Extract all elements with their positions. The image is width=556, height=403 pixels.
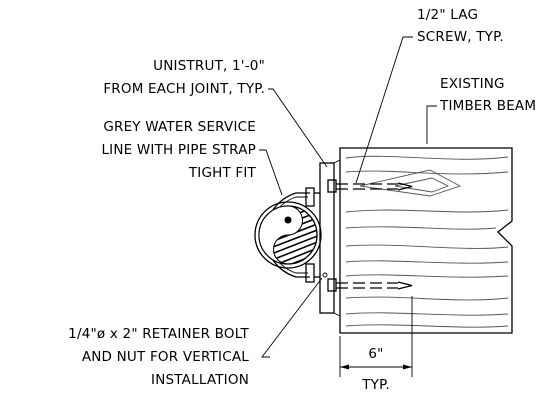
- retainer-bolt-line-2: AND NUT FOR VERTICAL: [82, 349, 249, 365]
- grey-water-line-2: LINE WITH PIPE STRAP: [101, 142, 256, 158]
- retainer-bolt: [322, 272, 328, 278]
- existing-beam-line-2: TIMBER BEAM: [439, 98, 536, 114]
- dimension-value: 6": [368, 346, 383, 362]
- dimension-6in: [339, 296, 413, 377]
- callout-retainer-bolt: 1/4"ø x 2" RETAINER BOLT AND NUT FOR VER…: [68, 326, 249, 388]
- grey-water-line-1: GREY WATER SERVICE: [103, 119, 256, 135]
- grey-water-pipe: [254, 201, 322, 269]
- unistrut-channel: [319, 159, 341, 317]
- callout-grey-water: GREY WATER SERVICE LINE WITH PIPE STRAP …: [101, 119, 256, 181]
- callout-existing-beam: EXISTING TIMBER BEAM: [439, 76, 536, 114]
- timber-beam: [339, 147, 513, 334]
- grey-water-line-3: TIGHT FIT: [188, 165, 257, 181]
- callout-unistrut: UNISTRUT, 1'-0" FROM EACH JOINT, TYP.: [103, 58, 265, 97]
- lag-screw-line-2: SCREW, TYP.: [417, 29, 504, 45]
- leader-lines: [259, 36, 437, 358]
- retainer-bolt-line-1: 1/4"ø x 2" RETAINER BOLT: [68, 326, 249, 342]
- lag-screw-line-1: 1/2" LAG: [417, 7, 478, 23]
- dimension-typ: TYP.: [361, 377, 390, 393]
- lag-screw-lower: [327, 278, 413, 292]
- existing-beam-line-1: EXISTING: [440, 76, 505, 92]
- callout-lag-screw: 1/2" LAG SCREW, TYP.: [417, 7, 504, 45]
- retainer-bolt-line-3: INSTALLATION: [151, 372, 249, 388]
- lag-screw-upper: [327, 179, 413, 193]
- unistrut-line-1: UNISTRUT, 1'-0": [153, 58, 265, 74]
- unistrut-line-2: FROM EACH JOINT, TYP.: [103, 81, 265, 97]
